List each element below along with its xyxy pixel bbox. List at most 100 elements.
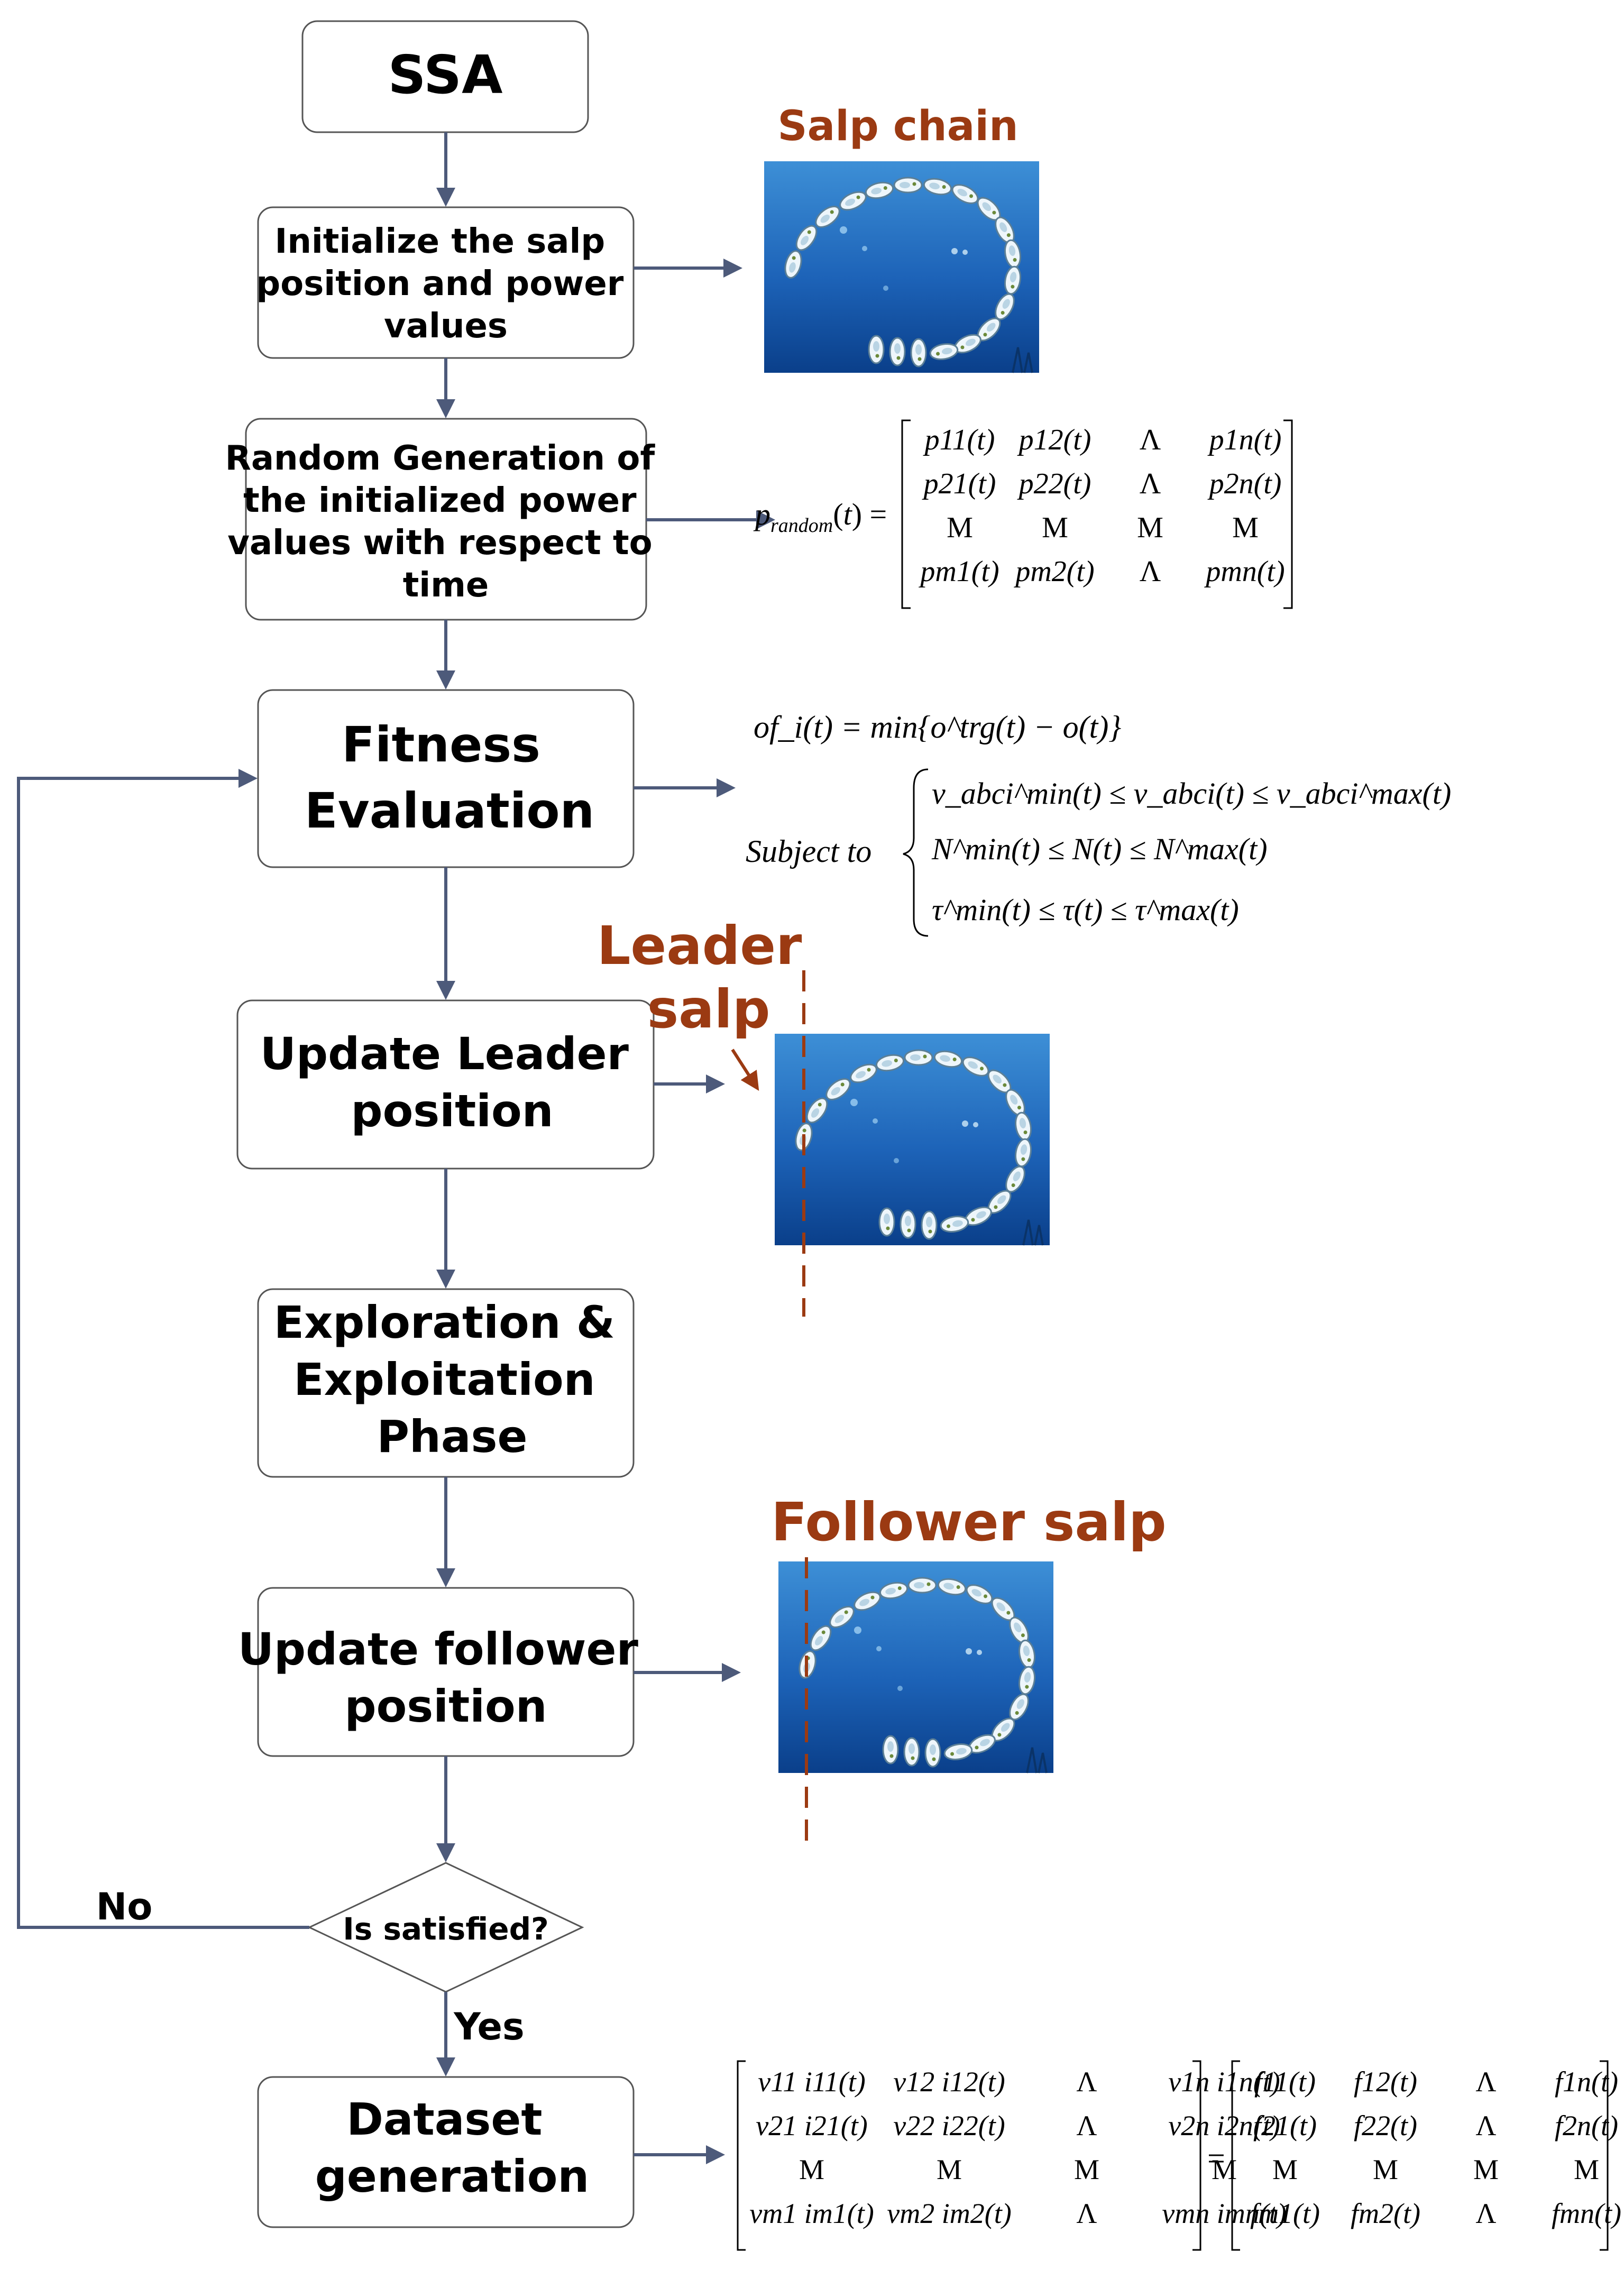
p-matrix-cell: M [1042,511,1068,544]
step-update-follower: Update follower position [238,1587,654,1757]
f-matrix-cell: fmn(t) [1552,2198,1621,2229]
vi-matrix-cell: vm2 im2(t) [887,2198,1011,2229]
vi-matrix-left-bracket [737,2060,746,2251]
vi-matrix-cell: v2n i2n(t) [1168,2110,1280,2142]
vi-matrix-cell: v1n i1n(t) [1168,2066,1280,2098]
vi-matrix-cell: v12 i12(t) [893,2066,1005,2098]
f-matrix-cell: M [1574,2154,1599,2185]
matrix-equals-sign: = [1207,2141,1225,2176]
p-matrix-cell: p2n(t) [1207,467,1282,500]
p-matrix-right-bracket [1283,419,1293,609]
step-explore-line-1: Exploration & [274,1297,615,1348]
step-explore-text: Exploration & Exploitation Phase [274,1297,631,1463]
subject-to-label: Subject to [746,834,871,869]
constraint-torque: τ^min(t) ≤ τ(t) ≤ τ^max(t) [932,893,1239,927]
step-random-generation: Random Generation of the initialized pow… [225,418,667,621]
step-random-line-2: the initialized power [243,481,637,520]
vi-matrix-cell: v21 i21(t) [756,2110,867,2142]
step-follower-line-1: Update follower [238,1623,639,1675]
leader-pointer-arrow [731,1049,759,1091]
vi-matrix-cell: vm1 im1(t) [749,2198,874,2229]
constraint-speed: N^min(t) ≤ N(t) ≤ N^max(t) [931,832,1268,866]
f-matrix-cell: Λ [1475,2066,1496,2098]
constraints-brace [903,768,929,937]
step-random-line-1: Random Generation of [225,439,656,478]
step-initialize-line-1: Initialize the salp [275,222,605,261]
step-initialize-line-3: values [384,307,508,346]
p-matrix-cell: pm1(t) [918,555,999,588]
f-matrix-cell: f1n(t) [1555,2066,1618,2098]
p-matrix-left-bracket [901,419,911,609]
vi-matrix-cell: Λ [1076,2110,1097,2142]
step-initialize-text: Initialize the salp position and power v… [256,222,635,346]
f-matrix-cell: f22(t) [1354,2110,1417,2142]
step-fitness-evaluation: Fitness Evaluation [257,689,635,868]
vi-matrix-cell: M [937,2154,962,2185]
start-label: SSA [388,44,503,106]
f-matrix-cell: f2n(t) [1555,2110,1618,2142]
step-random-line-3: values with respect to [227,523,652,563]
f-matrix-cell: M [1473,2154,1499,2185]
step-fitness-line-2: Evaluation [305,783,594,839]
step-follower-text: Update follower position [238,1623,654,1732]
flow-arrows [17,132,775,2164]
step-update-leader: Update Leader position [236,999,655,1170]
leader-salp-label: Leader salp [597,915,821,1040]
salp-chain-image [764,161,1039,373]
step-follower-line-2: position [344,1680,547,1732]
step-random-line-4: time [403,566,489,605]
f-matrix-left-bracket [1231,2060,1240,2251]
f-matrix-cell: f21(t) [1253,2110,1317,2142]
constraint-voltage: v_abci^min(t) ≤ v_abci(t) ≤ v_abci^max(t… [932,776,1451,811]
vi-matrix-cell: vmn imn(t) [1162,2198,1286,2229]
p-matrix-cell: pm2(t) [1013,555,1094,588]
yes-label: Yes [453,2005,524,2048]
f-matrix-cell: f11(t) [1254,2066,1316,2098]
arrow-decision-no-loop [17,769,309,1929]
p-matrix-cell: p21(t) [922,467,996,500]
p-matrix-cell: Λ [1140,424,1161,456]
p-matrix-cell: p1n(t) [1207,424,1282,456]
step-leader-line-1: Update Leader [260,1028,629,1080]
p-matrix-cell: M [1137,511,1163,544]
f-matrix-cell: Λ [1475,2110,1496,2142]
step-dataset-generation: Dataset generation [257,2076,635,2228]
step-dataset-line-2: generation [315,2150,589,2202]
f-matrix-cell: fm2(t) [1351,2198,1420,2229]
f-matrix-cell: Λ [1475,2198,1496,2229]
f-matrix-cell: f12(t) [1354,2066,1417,2098]
step-fitness-text: Fitness Evaluation [305,716,594,839]
leader-salp-line-2: salp [647,978,770,1040]
f-matrix-cell: fm1(t) [1250,2198,1320,2229]
step-explore-line-3: Phase [377,1411,527,1463]
vi-matrix-right-bracket [1192,2060,1201,2251]
objective-equation: of_i(t) = min{o^trg(t) − o(t)} Subject t… [746,710,1451,937]
start-node: SSA [301,20,589,133]
p-matrix-cell: Λ [1140,467,1161,500]
follower-salp-image [778,1561,1053,1773]
no-label: No [96,1885,153,1928]
p-random-subscript: random [770,514,833,537]
step-dataset-text: Dataset generation [315,2093,589,2202]
vi-matrix-cell: M [799,2154,824,2185]
p-matrix-cell: p12(t) [1017,424,1091,456]
objective-function: of_i(t) = min{o^trg(t) − o(t)} [754,710,1121,745]
step-dataset-line-1: Dataset [346,2093,542,2145]
p-matrix-cell: M [947,511,973,544]
step-leader-line-2: position [351,1085,553,1137]
vi-matrix-cell: Λ [1076,2198,1097,2229]
p-matrix-cell: pmn(t) [1204,555,1284,588]
step-random-text: Random Generation of the initialized pow… [225,439,667,605]
f-matrix-cell: M [1272,2154,1298,2185]
vi-matrix-cell: M [1074,2154,1099,2185]
p-random-symbol: p [753,497,770,531]
decision-label: Is satisfied? [343,1911,549,1947]
follower-salp-label: Follower salp [771,1491,1166,1553]
vi-matrix-cell: v11 i11(t) [758,2066,865,2098]
p-matrix-cell: Λ [1140,555,1161,588]
f-matrix-cell: M [1373,2154,1398,2185]
